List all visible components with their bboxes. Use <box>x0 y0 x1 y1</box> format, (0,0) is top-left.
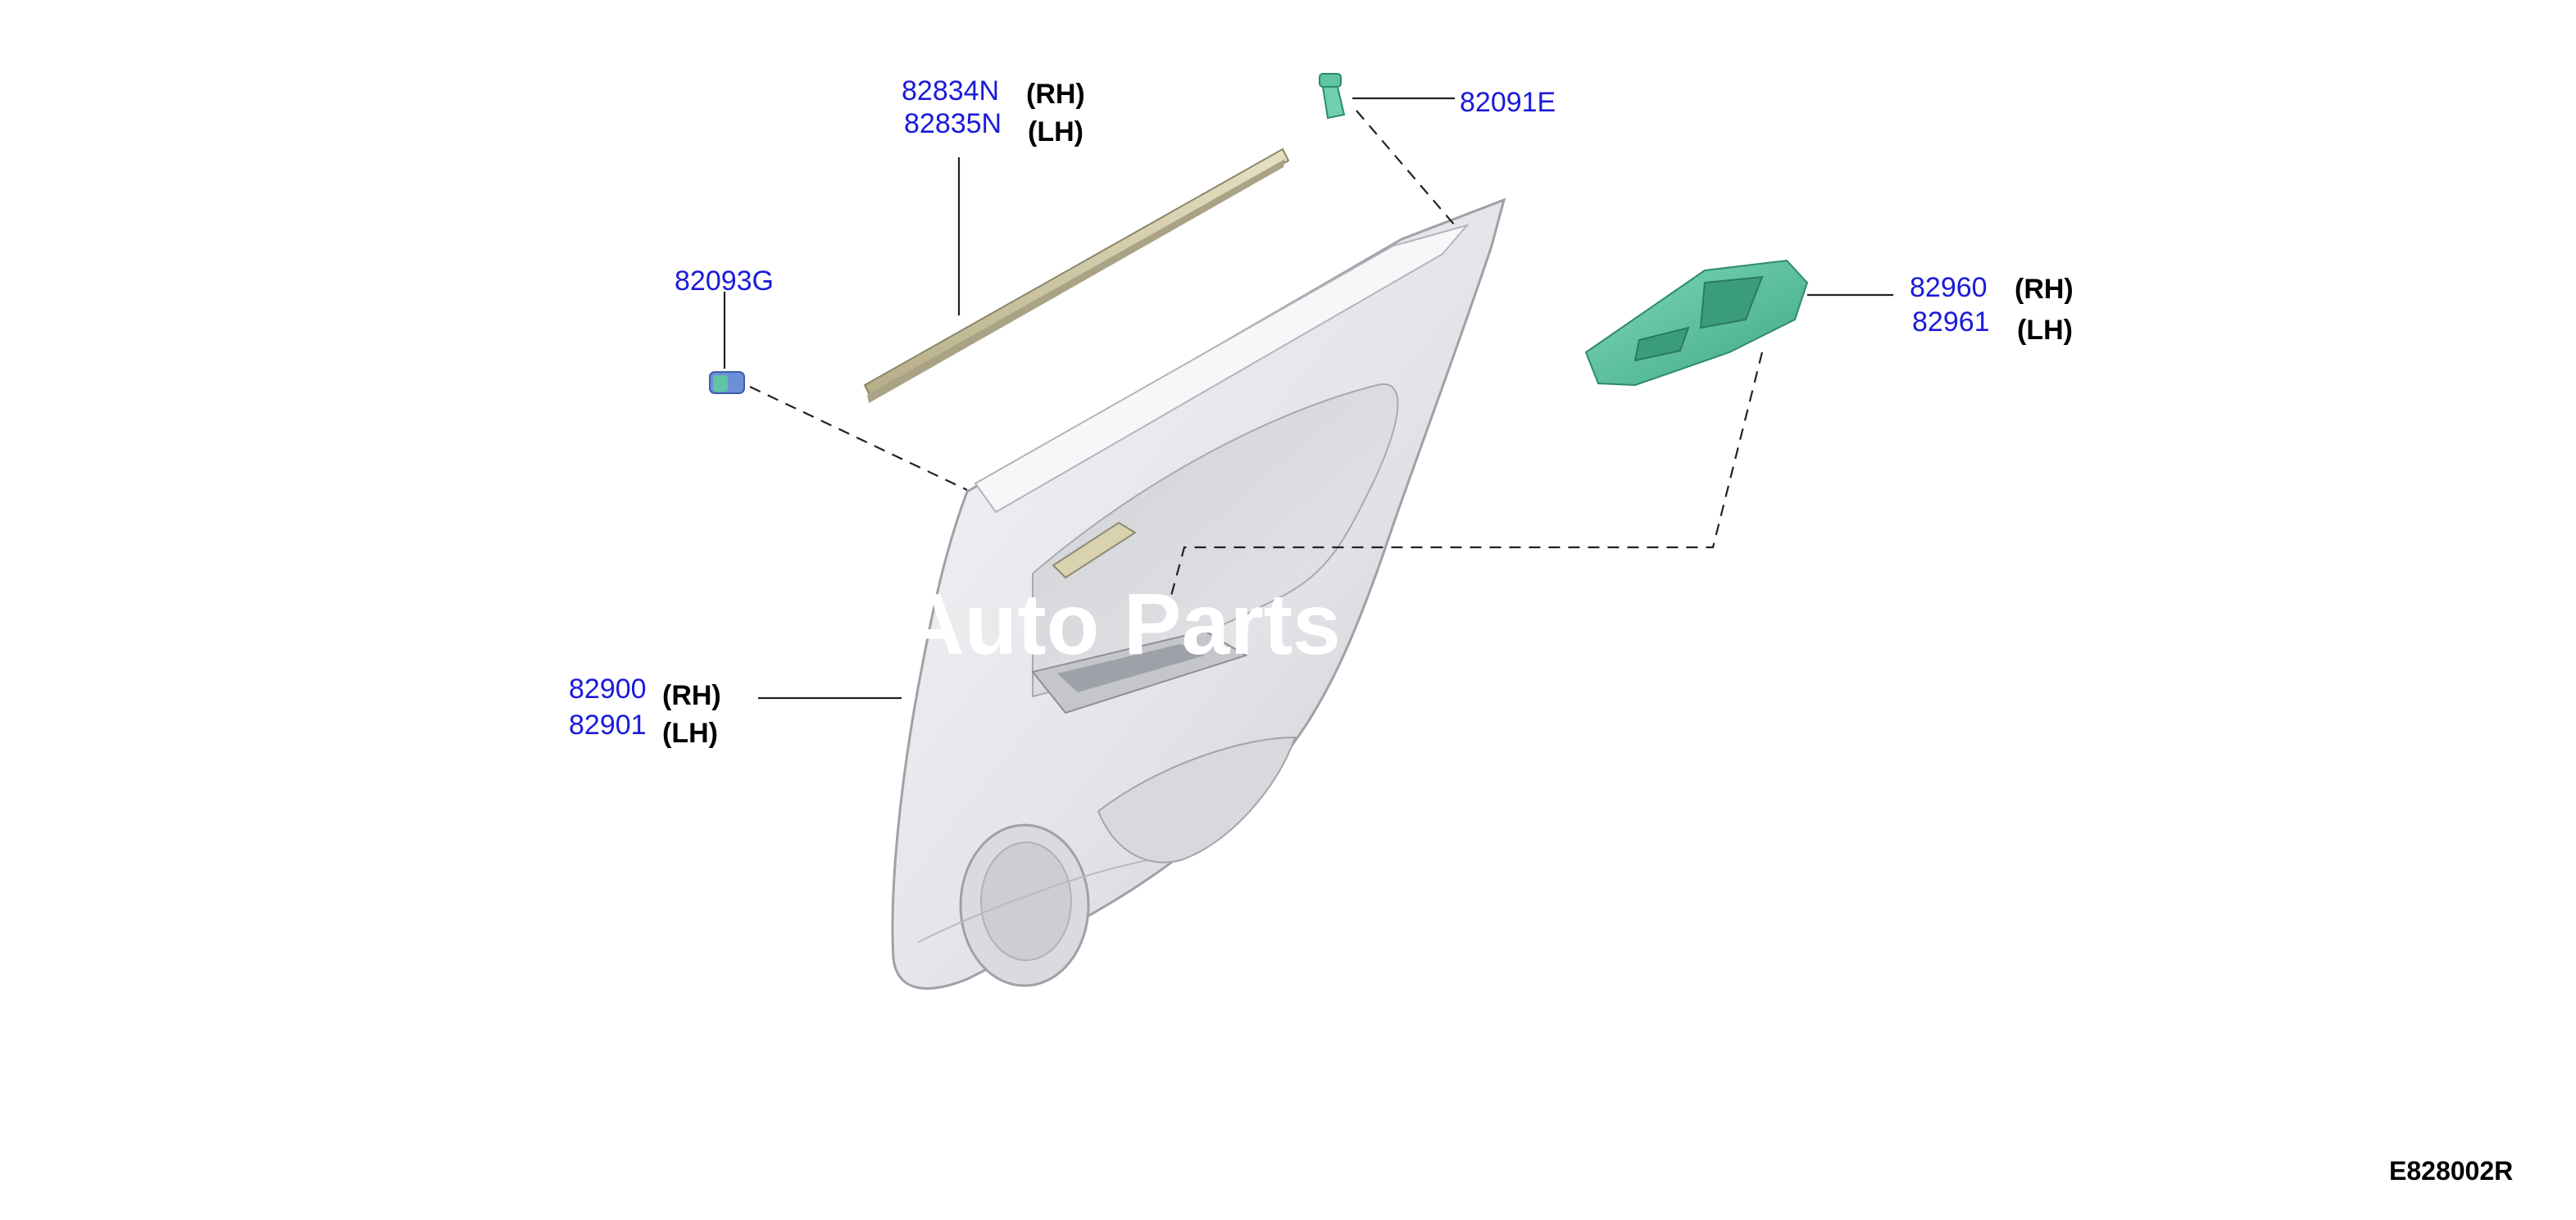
part-number-82835n[interactable]: 82835N <box>904 108 1002 139</box>
switch-finisher <box>1584 259 1809 387</box>
side-label-lh: (LH) <box>1028 116 1084 147</box>
part-number-82900[interactable]: 82900 <box>569 673 647 705</box>
finisher-assembly-line <box>1162 351 1764 624</box>
side-label-rh: (RH) <box>2015 274 2074 305</box>
lower-clip <box>709 371 745 394</box>
side-label-rh: (RH) <box>662 680 721 711</box>
upper-clip-assembly-line <box>1356 110 1456 226</box>
side-label-lh: (LH) <box>662 718 718 749</box>
part-number-82901[interactable]: 82901 <box>569 710 647 741</box>
side-label-rh: (RH) <box>1026 79 1085 110</box>
waist-moulding <box>863 147 1290 403</box>
watermark: Auto Parts <box>902 576 1341 673</box>
part-number-82960[interactable]: 82960 <box>1910 272 1988 303</box>
part-number-82834n[interactable]: 82834N <box>902 75 999 107</box>
lower-clip-assembly-line <box>749 386 968 491</box>
part-number-82093g[interactable]: 82093G <box>675 265 774 297</box>
part-number-82091e[interactable]: 82091E <box>1460 87 1556 118</box>
upper-clip <box>1319 73 1346 120</box>
door-trim-panel <box>891 197 1506 990</box>
side-label-lh: (LH) <box>2017 315 2073 346</box>
part-number-82961[interactable]: 82961 <box>1912 306 1990 338</box>
diagram-code: E828002R <box>2389 1156 2513 1186</box>
